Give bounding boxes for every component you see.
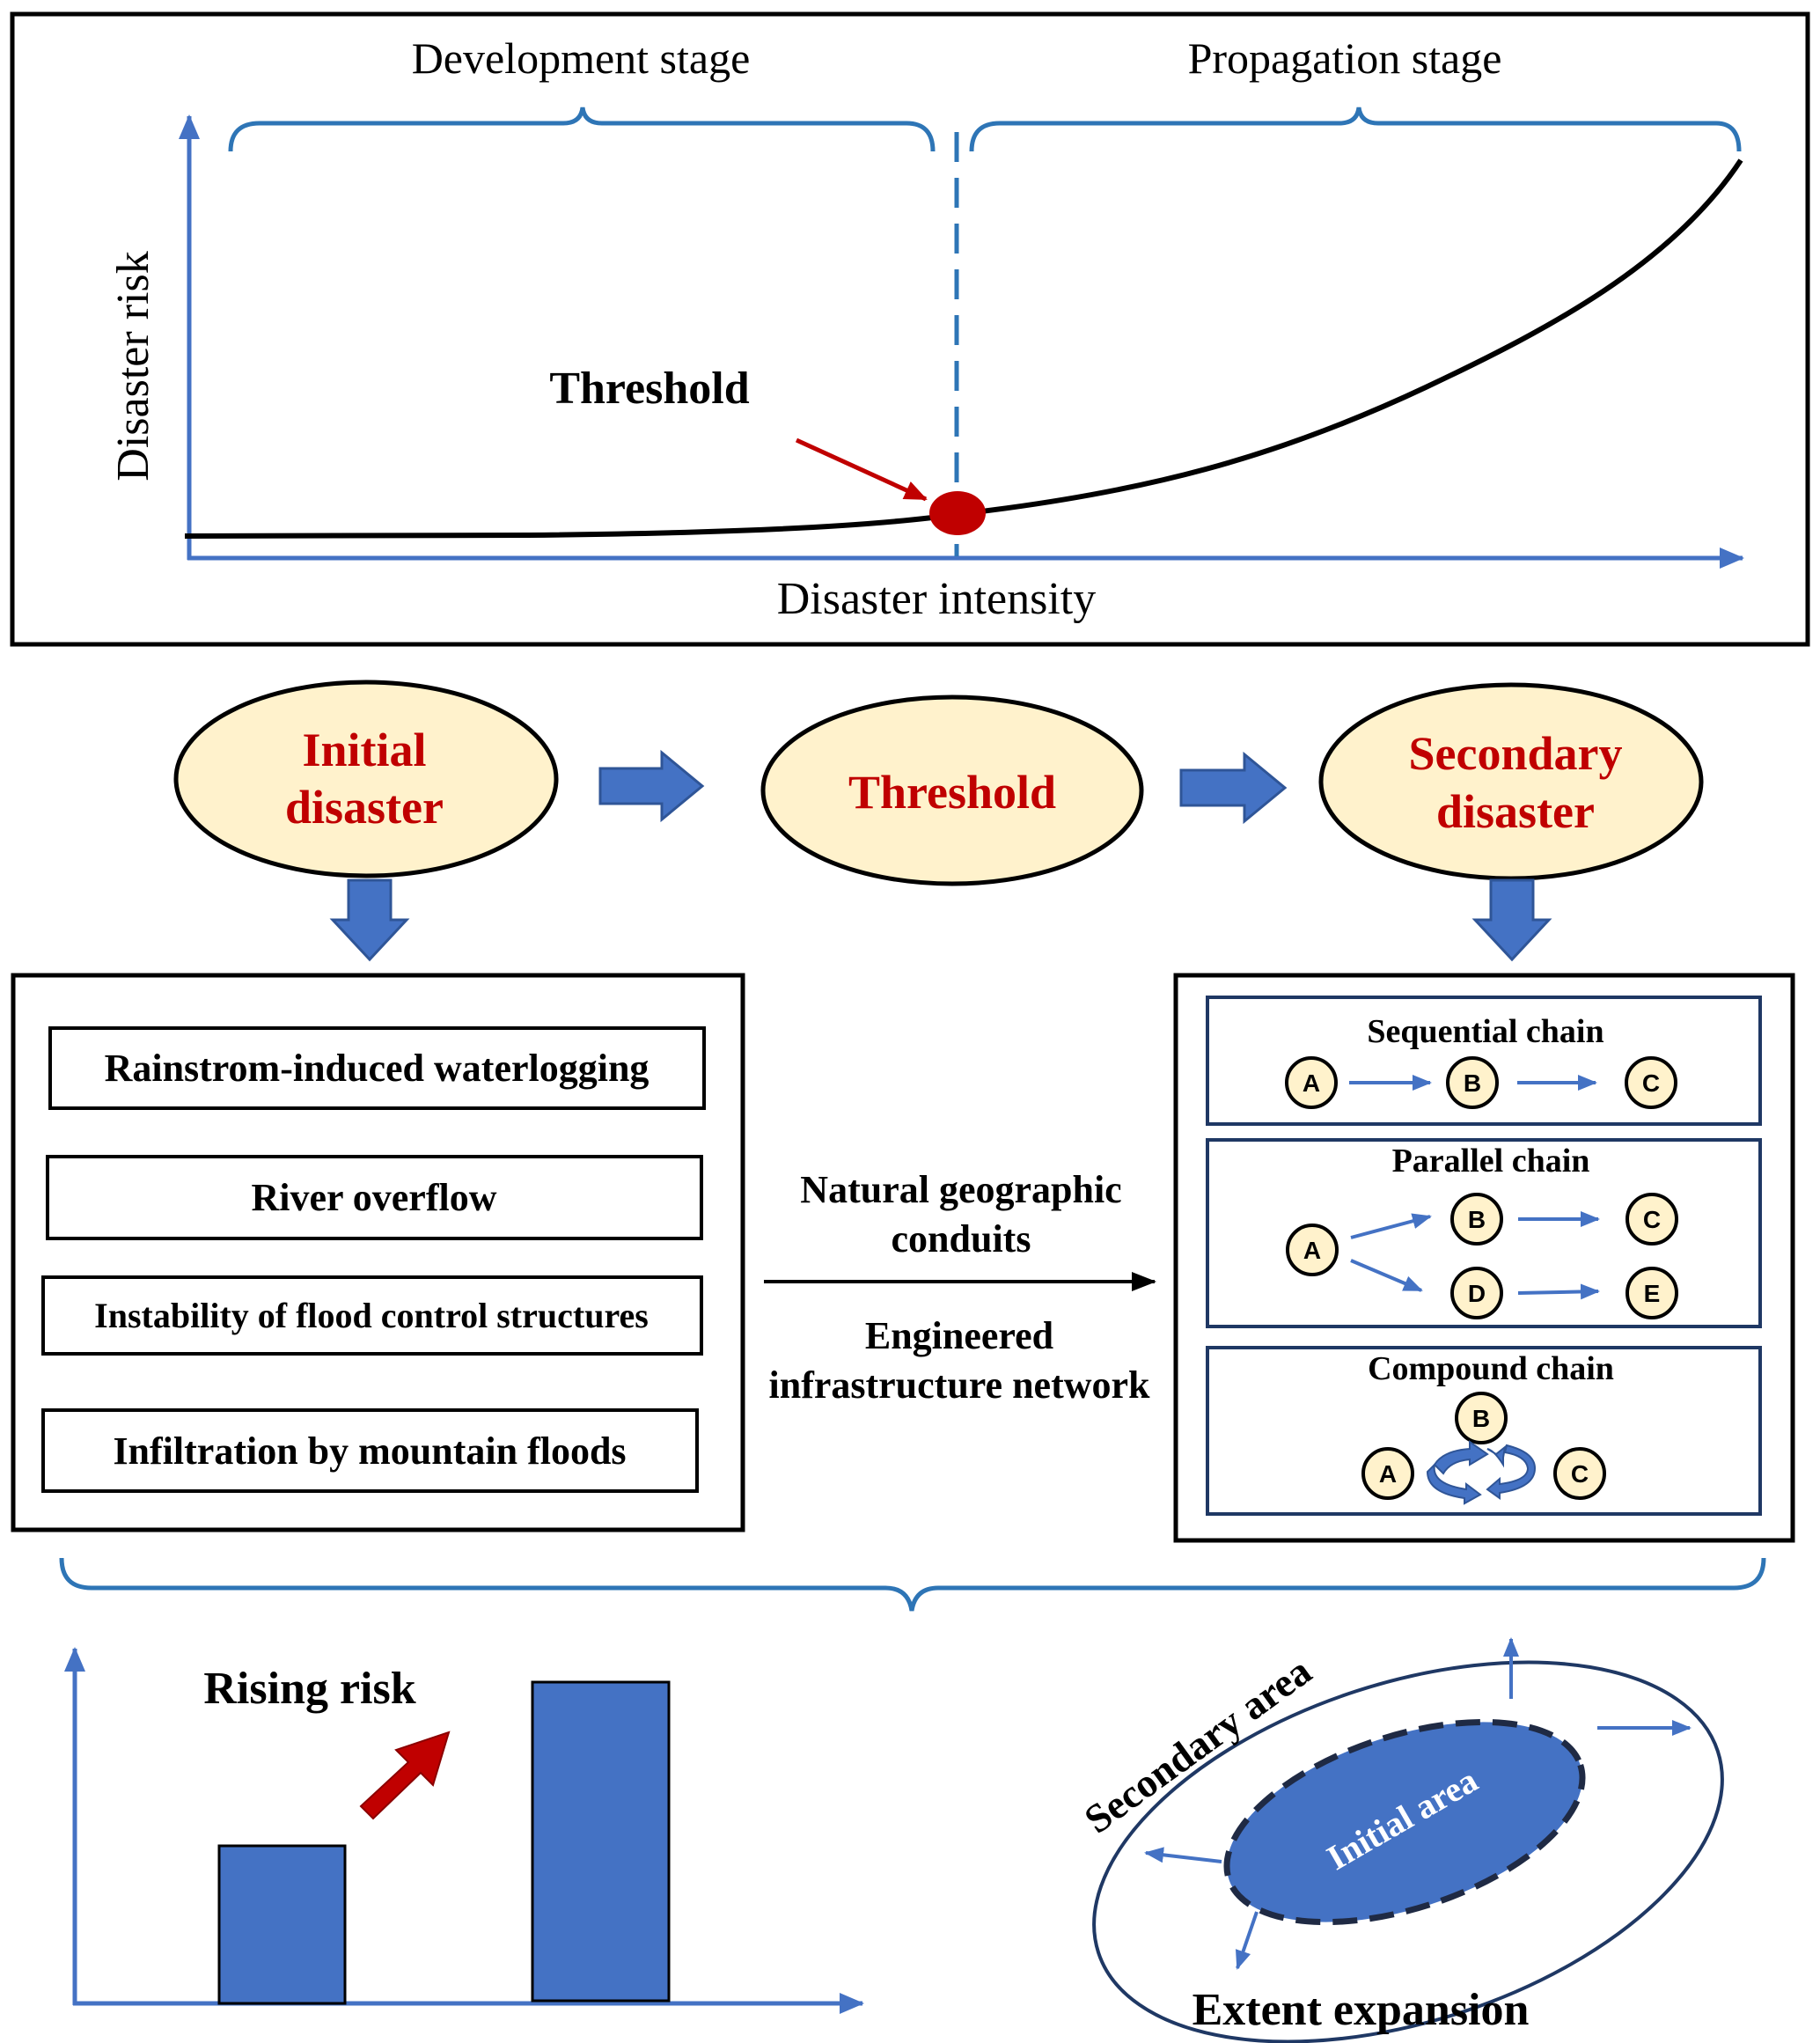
development-stage-brace [228, 107, 936, 152]
initial-type-box-4 [41, 1408, 699, 1493]
comp-node-b [1455, 1392, 1508, 1444]
par-node-a-label: A [1303, 1237, 1321, 1264]
block-arrow-initial-down [329, 878, 410, 962]
threshold-pointer-arrow [795, 437, 928, 502]
expand-arrow-left [1144, 1847, 1222, 1863]
cycle-arrows-icon [1426, 1440, 1537, 1505]
risk-bar-high [531, 1680, 671, 2003]
x-axis-label: Disaster intensity [777, 574, 1097, 624]
comp-node-b-label: B [1472, 1405, 1490, 1432]
block-arrow-initial-to-threshold [598, 749, 705, 823]
initial-type-label-4: Infiltration by mountain floods [113, 1429, 626, 1473]
engineered-network-line1: Engineered [865, 1314, 1053, 1357]
par-node-b-label: B [1468, 1206, 1486, 1233]
propagation-stage-brace [969, 107, 1742, 152]
par-node-c [1626, 1193, 1678, 1246]
initial-type-box-1 [48, 1026, 706, 1110]
chain-types-panel [1173, 973, 1795, 1543]
block-arrow-threshold-to-secondary [1179, 751, 1288, 825]
initial-type-box-3 [41, 1275, 703, 1356]
y-axis-label: Disaster risk [108, 251, 158, 481]
seq-node-a [1285, 1056, 1338, 1109]
sequential-chain-box [1206, 996, 1762, 1126]
initial-types-panel [11, 973, 745, 1532]
par-arrow-ad [1350, 1259, 1423, 1292]
par-node-c-label: C [1643, 1206, 1661, 1233]
sequential-chain-title: Sequential chain [1367, 1013, 1604, 1050]
compound-chain-box [1206, 1346, 1762, 1516]
seq-node-c-label: C [1642, 1069, 1660, 1097]
parallel-chain-title: Parallel chain [1392, 1143, 1590, 1180]
risk-bar-low [217, 1844, 347, 2005]
initial-type-label-1: Rainstrom-induced waterlogging [105, 1047, 649, 1090]
initial-area-ellipse [1223, 1718, 1586, 1926]
initial-type-label-2: River overflow [252, 1176, 497, 1219]
rising-risk-label: Rising risk [203, 1664, 415, 1714]
initial-type-box-2 [46, 1155, 703, 1240]
risk-curve [184, 158, 1743, 539]
development-stage-label: Development stage [412, 33, 751, 83]
engineered-network-line2: infrastructure network [769, 1363, 1151, 1407]
natural-conduits-line1: Natural geographic [800, 1168, 1121, 1211]
compound-chain-diagram: B A C [1361, 1392, 1606, 1505]
par-node-e [1626, 1267, 1678, 1319]
threshold-node-label: Threshold [848, 766, 1056, 819]
curve-panel-frame [10, 11, 1810, 647]
par-arrow-ab [1350, 1213, 1432, 1239]
natural-conduits-line2: conduits [892, 1217, 1031, 1260]
secondary-disaster-line2: disaster [1436, 785, 1595, 838]
comp-node-c [1553, 1447, 1606, 1500]
extent-expansion-label: Extent expansion [1193, 1985, 1530, 2035]
seq-node-c [1625, 1056, 1677, 1109]
par-node-d-label: D [1468, 1280, 1486, 1307]
rising-risk-arrow [359, 1731, 451, 1820]
initial-disaster-line1: Initial [302, 724, 426, 776]
extent-diagram: Initial area Secondary area [1076, 1637, 1724, 2043]
parallel-chain-diagram: A B C D E [1286, 1193, 1678, 1319]
initial-disaster-line2: disaster [285, 781, 444, 834]
threshold-curve-label: Threshold [549, 364, 749, 414]
threshold-point [929, 491, 986, 535]
par-node-a [1286, 1224, 1339, 1276]
compound-chain-title: Compound chain [1368, 1350, 1614, 1387]
seq-node-b-label: B [1464, 1069, 1481, 1097]
propagation-stage-label: Propagation stage [1188, 33, 1502, 83]
expand-arrow-down [1235, 1911, 1259, 1970]
comp-node-a [1361, 1447, 1414, 1500]
comp-node-a-label: A [1379, 1460, 1397, 1488]
seq-node-a-label: A [1303, 1069, 1320, 1097]
secondary-disaster-line1: Secondary [1409, 727, 1623, 780]
initial-disaster-node [173, 680, 559, 878]
summary-brace [59, 1557, 1766, 1612]
block-arrow-secondary-down [1471, 878, 1552, 962]
comp-node-c-label: C [1571, 1460, 1589, 1488]
initial-type-label-3: Instability of flood control structures [94, 1296, 649, 1335]
par-arrow-de [1517, 1283, 1600, 1300]
secondary-area-ellipse [1092, 1660, 1724, 2043]
par-node-d [1450, 1267, 1503, 1319]
sequential-chain-diagram: A B C [1285, 1056, 1677, 1109]
parallel-chain-box [1206, 1138, 1762, 1328]
threshold-node [760, 694, 1144, 886]
seq-node-b [1446, 1056, 1499, 1109]
par-node-e-label: E [1644, 1280, 1661, 1307]
par-node-b [1450, 1193, 1503, 1246]
secondary-disaster-node [1318, 682, 1704, 881]
